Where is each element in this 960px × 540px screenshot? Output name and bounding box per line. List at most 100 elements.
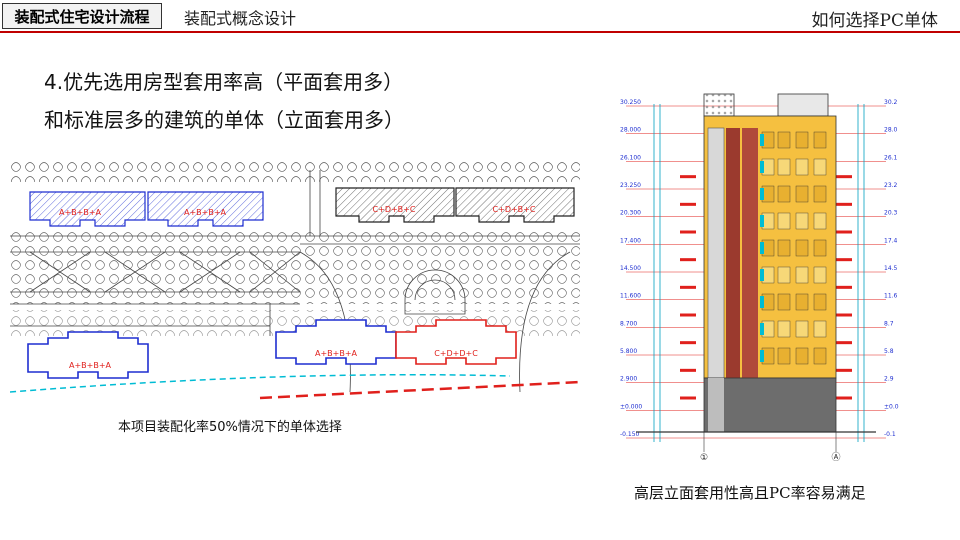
building-a3: A+B+B+A bbox=[27, 331, 149, 379]
level-label-left: 28.000 bbox=[620, 127, 641, 134]
window bbox=[777, 158, 791, 176]
level-label-right: 26.1 bbox=[884, 154, 898, 161]
level-label-right: 30.2 bbox=[884, 99, 898, 106]
level-marker-right bbox=[836, 285, 852, 289]
landscape-middle bbox=[10, 232, 580, 304]
window-cyan-marker bbox=[760, 350, 764, 362]
window bbox=[795, 185, 809, 203]
window bbox=[795, 320, 809, 338]
level-label-left: 5.800 bbox=[620, 348, 637, 355]
window bbox=[777, 131, 791, 149]
building-c1: C+D+B+C bbox=[335, 187, 455, 223]
window bbox=[777, 212, 791, 230]
window bbox=[777, 320, 791, 338]
site-boundary-cyan bbox=[10, 373, 511, 393]
landscape-top bbox=[10, 160, 580, 182]
facade-brick-column bbox=[726, 128, 740, 378]
building-c3: C+D+D+C bbox=[395, 319, 517, 365]
level-label-right: 17.4 bbox=[884, 237, 898, 244]
roof-stair-right bbox=[777, 93, 829, 117]
level-marker-left bbox=[680, 368, 696, 372]
level-marker-right bbox=[836, 368, 852, 372]
level-marker-left bbox=[680, 285, 696, 289]
window bbox=[777, 293, 791, 311]
window bbox=[813, 239, 827, 257]
header-divider bbox=[0, 31, 960, 33]
window bbox=[795, 131, 809, 149]
building-c2: C+D+B+C bbox=[455, 187, 575, 223]
level-label-right: ±0.0 bbox=[884, 403, 899, 410]
window-cyan-marker bbox=[760, 134, 764, 146]
axis-marker-left: ① bbox=[700, 453, 708, 462]
building-label: C+D+D+C bbox=[434, 349, 478, 358]
window-cyan-marker bbox=[760, 296, 764, 308]
heading-line-1: 4.优先选用房型套用率高（平面套用多） bbox=[44, 70, 404, 94]
window bbox=[813, 266, 827, 284]
window bbox=[813, 158, 827, 176]
facade-windows bbox=[760, 131, 827, 365]
window bbox=[777, 185, 791, 203]
level-marker-left bbox=[680, 230, 696, 234]
window-cyan-marker bbox=[760, 323, 764, 335]
window bbox=[813, 320, 827, 338]
window-cyan-marker bbox=[760, 215, 764, 227]
level-label-left: 8.700 bbox=[620, 320, 637, 327]
window bbox=[795, 266, 809, 284]
window bbox=[795, 293, 809, 311]
left-level-labels: 30.250 28.000 26.100 23.250 20.300 17.400 14.5… bbox=[620, 99, 642, 438]
window bbox=[777, 266, 791, 284]
level-label-right: 5.8 bbox=[884, 348, 894, 355]
section-tab[interactable]: 装配式住宅设计流程 bbox=[2, 3, 162, 29]
building-a2: A+B+B+A bbox=[147, 191, 264, 227]
level-marker-left bbox=[680, 175, 696, 179]
level-label-left: 26.100 bbox=[620, 154, 641, 161]
window bbox=[795, 158, 809, 176]
level-label-right: 23.2 bbox=[884, 182, 898, 189]
level-label-left: -0.150 bbox=[620, 431, 640, 438]
level-marker-left bbox=[680, 313, 696, 317]
level-marker-right bbox=[836, 202, 852, 206]
level-label-right: 20.3 bbox=[884, 210, 898, 217]
level-marker-left bbox=[680, 202, 696, 206]
window bbox=[777, 239, 791, 257]
building-a1: A+B+B+A bbox=[29, 191, 146, 227]
level-label-right: 11.6 bbox=[884, 293, 898, 300]
level-marker-right bbox=[836, 396, 852, 400]
level-label-left: 14.500 bbox=[620, 265, 641, 272]
window bbox=[813, 212, 827, 230]
level-label-right: 2.9 bbox=[884, 376, 894, 383]
elevation-drawing: 30.250 28.000 26.100 23.250 20.300 17.400 14.5… bbox=[620, 93, 899, 462]
level-marker-left bbox=[680, 341, 696, 345]
window bbox=[813, 347, 827, 365]
level-label-right: -0.1 bbox=[884, 431, 896, 438]
building-label: A+B+B+A bbox=[184, 208, 227, 217]
building-label: A+B+B+A bbox=[69, 361, 112, 370]
window bbox=[795, 212, 809, 230]
level-marker-right bbox=[836, 341, 852, 345]
site-plan-caption: 本项目装配化率50%情况下的单体选择 bbox=[118, 420, 342, 435]
level-label-right: 14.5 bbox=[884, 265, 898, 272]
facade-brick-column-2 bbox=[742, 128, 758, 378]
slide-header: 装配式住宅设计流程 装配式概念设计 如何选择PC单体 bbox=[0, 0, 960, 33]
site-boundary-red bbox=[259, 380, 580, 400]
slide-title: 如何选择PC单体 bbox=[811, 11, 938, 31]
window bbox=[795, 347, 809, 365]
level-marker-right bbox=[836, 230, 852, 234]
building-label: C+D+B+C bbox=[493, 205, 536, 214]
window bbox=[813, 185, 827, 203]
podium-stone bbox=[708, 378, 724, 432]
level-label-left: 30.250 bbox=[620, 99, 641, 106]
facade-podium bbox=[703, 377, 837, 433]
level-marker-right bbox=[836, 175, 852, 179]
building-label: A+B+B+A bbox=[315, 349, 358, 358]
level-marker-right bbox=[836, 313, 852, 317]
axis-marker-right: Ⓐ bbox=[831, 452, 840, 462]
level-label-right: 8.7 bbox=[884, 320, 894, 327]
window bbox=[777, 347, 791, 365]
level-label-left: 20.300 bbox=[620, 210, 641, 217]
window bbox=[813, 293, 827, 311]
level-label-left: 23.250 bbox=[620, 182, 641, 189]
level-label-left: 17.400 bbox=[620, 237, 641, 244]
window-cyan-marker bbox=[760, 188, 764, 200]
level-marker-left bbox=[680, 396, 696, 400]
